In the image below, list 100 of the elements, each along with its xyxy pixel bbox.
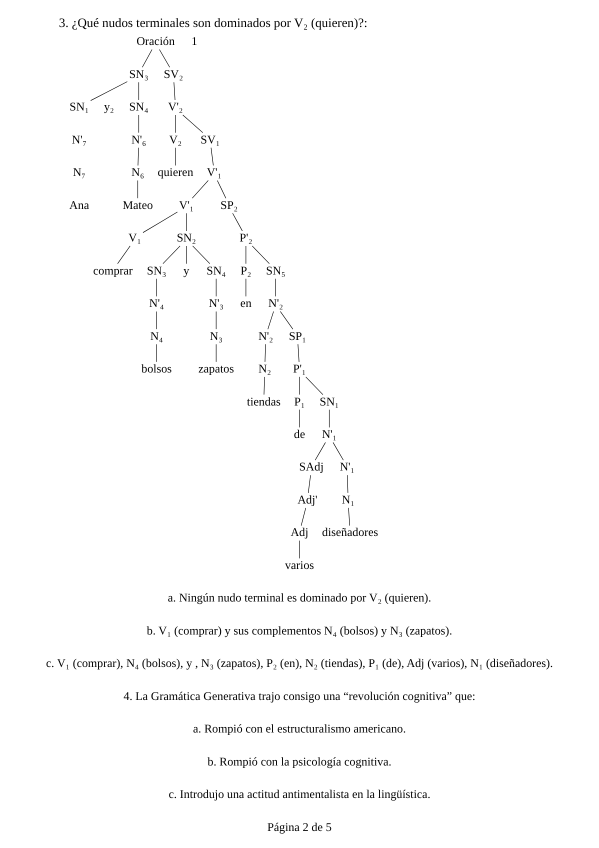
connector [159,49,170,68]
node-text: SN₃ [129,66,148,81]
label: a. Rompió con el estructuralismo americano. [193,722,406,736]
connector [328,409,330,428]
node-text: SV₂ [164,66,184,81]
connector [252,246,270,264]
node-text: SP₁ [288,328,306,343]
connector [217,180,226,198]
node-text: N'₃ [208,296,224,310]
label: 4. La Gramática Generativa trajo consigo una “revolución cognitiva” que: [124,688,476,703]
label: c. V₁ (comprar), N₄ (bolsos), y , N₃ (zapatos), P₂ (en), N₂ (tiendas), P₁ (de), Adj (varios), N₁ (diseñadores). [46,656,553,670]
connector [138,114,140,133]
connector [142,212,178,233]
label: Ana [69,198,90,212]
node-text: N₆ [131,165,144,180]
connector [348,508,350,526]
connector [174,82,176,100]
node-text: de [294,426,306,441]
node-text: SN₁ [320,394,339,408]
node-text: Mateo [122,198,153,212]
connector [275,278,276,297]
node-text: quieren [158,165,194,180]
connector [186,246,187,264]
connector [156,278,157,297]
node-text: SV₁ [200,132,220,146]
node-text: SN₄ [206,263,226,278]
node-text: N'₁ [340,460,355,474]
node-text: SN₅ [266,263,286,278]
node-text: V'₂ [168,100,183,114]
node-text: diseñadores [322,525,378,540]
connector [186,212,187,232]
connector [232,212,243,232]
node-text: zapatos [198,362,234,376]
connector [117,246,130,264]
node-text: P₁ [294,394,305,408]
label: c. Introdujo una actitud antimentalista en la lingüística. [168,787,430,802]
label: Página 2 de 5 [267,820,332,834]
node-text: tiendas [246,394,281,408]
node-text: P'₁ [293,362,306,376]
label: b. V₁ (comprar) y sus complementos N₄ (bolsos) y N₃ (zapatos). [146,623,452,638]
connector [347,474,348,494]
node-text: V₂ [169,132,182,146]
node-text: N₁ [342,492,354,506]
node-text: SAdj [299,460,324,474]
node-text: N₂ [258,362,272,376]
diagram-title: 3. ¿Qué nudos terminales son dominados por V₂ (quieren)?: [58,16,368,30]
node-text: varios [284,558,314,572]
node-text: y [183,263,190,278]
connector [192,180,209,198]
connector [137,180,138,198]
node-text: N'₄ [149,296,164,310]
connector [332,442,344,460]
node-text: SN₃ [146,263,166,278]
label: b. Rompió con la psicología cognitiva. [208,754,392,768]
connector [308,474,311,494]
connector [175,147,176,166]
connector [182,114,204,133]
node-text: Adj [290,525,308,540]
node-text: SN₄ [129,100,148,114]
connector [298,344,300,362]
connector [210,147,214,166]
node-text: Oración [136,34,175,48]
connector [314,442,326,460]
node-text: P'₂ [239,230,252,245]
connector [306,376,324,395]
node-text: N'₆ [131,132,146,146]
node-text: en [240,296,252,310]
connector [138,147,139,166]
label: y₂ [104,100,114,114]
node-text: N₄ [150,328,163,343]
node-text: SP₂ [220,198,238,212]
node-text: comprar [93,263,133,278]
connector [268,311,274,330]
label: N'₇ [72,132,87,146]
node-text: SN₂ [176,230,196,245]
node-text: P₂ [240,263,252,278]
connector [175,114,176,133]
connector [156,311,157,330]
node-text: N₃ [210,328,223,343]
connector [142,49,152,68]
connector [280,311,294,330]
node-text: N'₂ [258,328,274,343]
node-text: SN₁ [70,100,89,114]
node-text: V'₁ [178,198,194,212]
connector [300,508,306,526]
connector [264,376,265,395]
node-text: V'₁ [206,165,222,180]
label: N₇ [72,165,86,180]
node-text: bolsos [141,362,172,376]
connector [264,344,266,362]
node-text: N'₂ [268,296,284,310]
label: a. Ningún nudo terminal es dominado por V₂ (quieren). [168,590,432,605]
connector [192,246,210,264]
connector [156,344,157,362]
label: 1 [191,34,198,48]
node-text: Adj' [297,492,318,506]
connector [162,246,180,264]
node-text: V₁ [128,230,142,245]
connector [90,81,128,101]
node-text: N'₁ [322,426,337,441]
